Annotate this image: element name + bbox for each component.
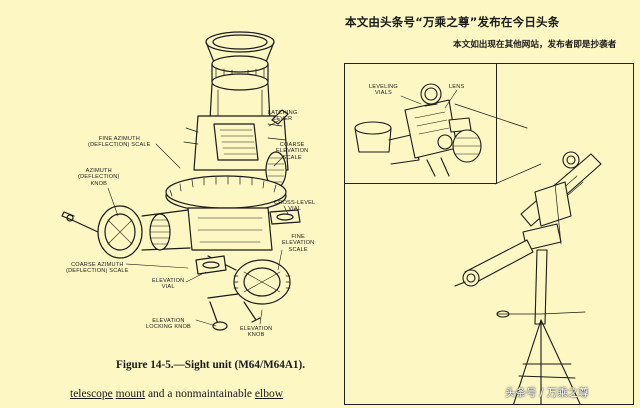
header-notice: 本文由头条号“万乘之尊”发布在今日头条 [345,15,560,29]
body-word-mount: mount [115,388,146,400]
label-leveling-vials: LEVELING VIALS [369,84,398,97]
mortar-assembly-drawing [454,151,602,404]
watermark: 头条号 / 万乘之尊 [505,387,589,399]
figure-caption: Figure 14-5.—Sight unit (M64/M64A1). [116,359,306,371]
label-cross-level-vial: CROSS-LEVEL VIAL [274,200,316,213]
body-text-mid: and a nonmaintainable [145,388,255,400]
sight-unit-drawing [61,31,301,331]
body-text-line: telescope mount and a nonmaintainable el… [70,388,283,400]
label-lens: LENS [449,84,465,90]
body-word-telescope: telescope [70,388,113,400]
label-azimuth-knob: AZIMUTH (DEFLECTION) KNOB [78,168,120,187]
label-elevation-vial: ELEVATION VIAL [152,278,185,291]
sight-closeup-inset [345,64,497,184]
mortar-drawing [354,83,602,404]
label-elevation-locking-knob: ELEVATION LOCKING KNOB [146,318,191,331]
sight-closeup-drawing [354,83,482,177]
body-word-elbow: elbow [254,388,284,400]
label-fine-azimuth-scale: FINE AZIMUTH (DEFLECTION) SCALE [88,136,151,149]
label-coarse-azimuth-scale: COARSE AZIMUTH (DEFLECTION) SCALE [66,262,129,275]
label-latching-lever: LATCHING LEVER [268,110,298,123]
sight-unit-diagram: LATCHING LEVER FINE AZIMUTH (DEFLECTION)… [48,20,343,360]
label-coarse-elevation-scale: COARSE ELEVATION SCALE [276,142,309,161]
label-fine-elevation-scale: FINE ELEVATION SCALE [282,234,315,253]
label-elevation-knob: ELEVATION KNOB [240,326,273,339]
mortar-diagram-panel: LEVELING VIALS LENS [344,63,634,405]
header-copyright-notice: 本文如出现在其他网站，发布者即是抄袭者 [453,40,617,50]
